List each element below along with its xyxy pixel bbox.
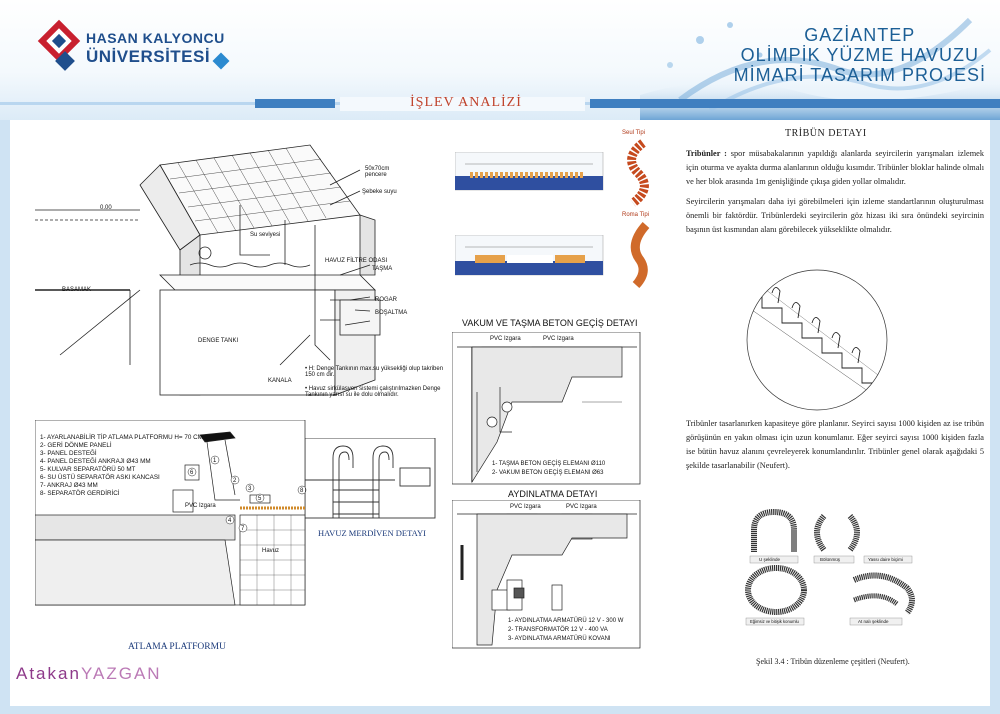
lane-type-seoul: Seul Tipi bbox=[622, 130, 646, 136]
starting-block-legend: 1- AYARLANABİLİR TİP ATLAMA PLATFORMU H=… bbox=[40, 434, 203, 498]
legend-item-6: 6- SU ÜSTÜ SEPARATÖR ASKI KANCASI bbox=[40, 474, 160, 481]
layout-label-horseshoe: At nalı şeklinde bbox=[858, 619, 889, 624]
project-title: GAZİANTEP OLİMPİK YÜZME HAVUZU MİMARİ TA… bbox=[734, 25, 986, 85]
legend-item-4: 4- PANEL DESTEĞİ ANKRAJI Ø43 MM bbox=[40, 458, 151, 465]
vacuum-pvc-grate-1: PVC Izgara bbox=[490, 336, 521, 342]
legend-item-2: 2- GERİ DÖNME PANELİ bbox=[40, 442, 112, 449]
legend-item-1: 1- AYARLANABİLİR TİP ATLAMA PLATFORMU H=… bbox=[40, 434, 203, 441]
label-manhole: ROGAR bbox=[375, 297, 398, 303]
lighting-pvc-grate-2: PVC Izgara bbox=[566, 504, 597, 510]
tribune-paragraph-3: Tribünler tasarlanırken kapasiteye göre … bbox=[686, 419, 984, 470]
label-zero-level: 0.00 bbox=[100, 205, 112, 211]
tribune-paragraph-1-body: spor müsabakalarının yapıldığı alanlarda… bbox=[686, 149, 984, 186]
legend-item-7: 7- ANKRAJ Ø43 MM bbox=[40, 482, 98, 489]
lane-rope-rome-icon bbox=[630, 221, 650, 289]
svg-text:3: 3 bbox=[248, 486, 252, 492]
label-drain: BOŞALTMA bbox=[375, 310, 408, 316]
vacuum-overflow-detail-drawing bbox=[452, 332, 641, 485]
lane-separator-plan-bottom bbox=[455, 235, 604, 276]
section-band bbox=[0, 97, 1000, 111]
tribune-paragraph-2: Seyircilerin yarışmaları daha iyi görebi… bbox=[686, 197, 984, 234]
balance-tank-drawing bbox=[35, 144, 381, 396]
pool-ladder-drawing bbox=[305, 438, 436, 519]
lane-separator-plan-top bbox=[455, 152, 604, 191]
tribune-figure-caption: Şekil 3.4 : Tribün düzenleme çeşitleri (… bbox=[756, 657, 910, 666]
tribune-section-drawing bbox=[746, 269, 888, 411]
author-last-name: YAZGAN bbox=[80, 664, 162, 683]
lighting-detail-drawing bbox=[452, 500, 641, 649]
author-first-name: Atakan bbox=[16, 664, 81, 683]
university-logo bbox=[32, 12, 230, 82]
lighting-legend-1: 1- AYDINLATMA ARMATÜRÜ 12 V - 300 W bbox=[508, 618, 624, 624]
label-filter-room: HAVUZ FİLTRE ODASI bbox=[325, 258, 388, 264]
author-signature: AtakanYAZGAN bbox=[16, 664, 162, 684]
project-title-line3: MİMARİ TASARIM PROJESİ bbox=[733, 65, 986, 85]
lighting-detail-title: AYDINLATMA DETAYI bbox=[508, 489, 598, 499]
svg-text:7: 7 bbox=[241, 526, 245, 532]
tribune-layouts-figure bbox=[745, 508, 915, 626]
balance-tank-note-2: • Havuz sirkülasyon sistemi çalıştırılma… bbox=[305, 386, 441, 398]
layout-label-u-shape: U şeklinde bbox=[759, 557, 781, 562]
vacuum-detail-title: VAKUM VE TAŞMA BETON GEÇİŞ DETAYI bbox=[462, 318, 638, 328]
project-title-line1: GAZİANTEP bbox=[804, 25, 916, 45]
legend-item-3: 3- PANEL DESTEĞİ bbox=[40, 450, 97, 457]
lane-type-rome: Roma Tipi bbox=[622, 212, 650, 218]
label-water-level: Su seviyesi bbox=[250, 232, 281, 238]
section-title: İŞLEV ANALİZİ bbox=[410, 95, 522, 110]
starting-block-drawing: 1 6 2 3 5 8 4 7 bbox=[35, 420, 307, 606]
label-window: 50x70cm pencere bbox=[365, 166, 390, 178]
university-emblem-icon bbox=[37, 19, 81, 71]
balance-tank-note-1: • H: Denge Tankının max.su yüksekliği ol… bbox=[305, 366, 444, 378]
legend-item-5: 5- KULVAR SEPARATÖRÜ 50 MT bbox=[40, 466, 136, 473]
tribune-title: TRİBÜN DETAYI bbox=[785, 128, 867, 139]
vacuum-pvc-grate-2: PVC Izgara bbox=[543, 336, 574, 342]
university-name-line2: ÜNİVERSİTESİ bbox=[86, 47, 211, 66]
tribune-paragraph-1-lead: Tribünler : bbox=[686, 149, 727, 158]
layout-label-flat-circle: Yassı daire biçimi bbox=[868, 557, 903, 562]
svg-text:2: 2 bbox=[233, 478, 237, 484]
layout-label-split: Bölünmüş bbox=[820, 557, 841, 562]
label-to-channel: KANALA bbox=[268, 378, 292, 384]
blue-diamond-icon bbox=[212, 52, 230, 70]
university-name-line1: HASAN KALYONCU bbox=[86, 30, 225, 46]
layout-label-adjacent: Eğimsiz ve bitişik konumlu bbox=[750, 619, 799, 624]
label-pvc-grate: PVC Izgara bbox=[185, 503, 216, 509]
vacuum-legend-2: 2- VAKUM BETON GEÇİŞ ELEMANI Ø63 bbox=[492, 470, 604, 476]
svg-text:1: 1 bbox=[213, 458, 217, 464]
tribune-paragraph-1: Tribünler : spor müsabakalarının yapıldı… bbox=[686, 147, 984, 189]
tribune-text-top: Tribünler : spor müsabakalarının yapıldı… bbox=[686, 147, 984, 243]
legend-item-8: 8- SEPARATÖR GERDİRİCİ bbox=[40, 490, 120, 497]
label-overflow: TAŞMA bbox=[372, 266, 393, 272]
label-balance-tank: DENGE TANKI bbox=[198, 338, 239, 344]
project-title-line2: OLİMPİK YÜZME HAVUZU bbox=[740, 45, 979, 65]
label-step: BASAMAK bbox=[62, 287, 92, 293]
label-mains-water: Şebeke suyu bbox=[362, 189, 397, 195]
svg-text:4: 4 bbox=[228, 518, 232, 524]
starting-block-caption: ATLAMA PLATFORMU bbox=[128, 642, 226, 652]
label-pool: Havuz bbox=[262, 548, 280, 554]
lighting-legend-2: 2- TRANSFORMATÖR 12 V - 400 VA bbox=[508, 627, 608, 633]
svg-text:8: 8 bbox=[300, 488, 304, 494]
svg-text:5: 5 bbox=[258, 496, 262, 502]
lane-rope-seoul-icon bbox=[627, 139, 649, 207]
lighting-legend-3: 3- AYDINLATMA ARMATÜRÜ KOVANI bbox=[508, 636, 611, 642]
svg-text:6: 6 bbox=[190, 470, 194, 476]
pool-ladder-caption: HAVUZ MERDİVEN DETAYI bbox=[318, 528, 426, 538]
vacuum-legend-1: 1- TAŞMA BETON GEÇİŞ ELEMANI Ø110 bbox=[492, 461, 606, 467]
lighting-pvc-grate-1: PVC Izgara bbox=[510, 504, 541, 510]
